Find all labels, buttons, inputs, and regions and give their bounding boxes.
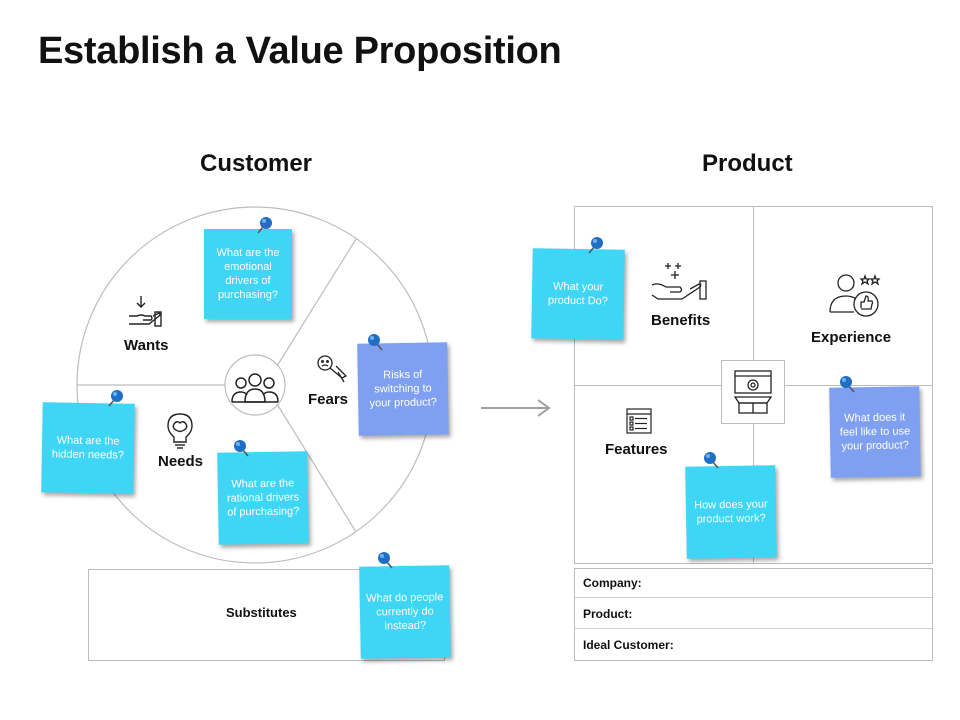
people-group-icon <box>231 373 279 403</box>
experience-user-thumbs-up-icon <box>829 273 881 317</box>
info-row-product: Product: <box>575 599 932 629</box>
sticky-note-hidden-needs: What are the hidden needs? <box>41 402 135 494</box>
pushpin-icon <box>704 452 719 469</box>
product-heading: Product <box>702 150 793 177</box>
sticky-note-feel: What does it feel like to use your produ… <box>829 386 921 478</box>
pushpin-icon <box>257 217 272 234</box>
pushpin-icon <box>378 552 393 569</box>
divider-upper-right <box>276 238 357 367</box>
sticky-note-emotional: What are the emotional drivers of purcha… <box>204 229 292 319</box>
wants-hand-icon <box>129 296 162 327</box>
info-row-ideal-customer: Ideal Customer: <box>583 638 674 652</box>
info-row-company: Company: <box>575 568 932 598</box>
customer-heading: Customer <box>200 150 313 177</box>
needs-brain-bulb-icon <box>167 413 193 449</box>
features-checklist-icon <box>626 408 652 434</box>
wants-label: Wants <box>124 337 169 354</box>
sticky-note-rational: What are the rational drivers of purchas… <box>217 451 309 545</box>
benefits-hand-sparkle-icon <box>651 263 707 300</box>
pushpin-icon <box>588 237 603 254</box>
pushpin-icon <box>368 334 383 351</box>
substitutes-label: Substitutes <box>226 605 297 620</box>
sticky-note-instead: What do people currently do instead? <box>359 565 451 659</box>
sticky-note-risks: Risks of switching to your product? <box>357 342 449 436</box>
features-label: Features <box>605 441 668 458</box>
sticky-note-how-work: How does your product work? <box>685 465 777 559</box>
product-box-gear-icon <box>733 370 773 414</box>
benefits-label: Benefits <box>651 312 711 329</box>
divider-lower-right <box>276 403 357 533</box>
fears-label: Fears <box>308 391 349 408</box>
experience-label: Experience <box>811 329 892 346</box>
arrow-right-icon <box>481 399 551 417</box>
info-table <box>574 568 933 661</box>
pushpin-icon <box>840 376 855 393</box>
needs-label: Needs <box>158 453 204 470</box>
center-circle <box>224 354 286 416</box>
sticky-note-what-do: What your product Do? <box>531 248 625 340</box>
pushpin-icon <box>234 440 249 457</box>
page-title: Establish a Value Proposition <box>38 30 562 72</box>
fears-worried-face-icon <box>317 355 348 383</box>
pushpin-icon <box>108 390 123 407</box>
